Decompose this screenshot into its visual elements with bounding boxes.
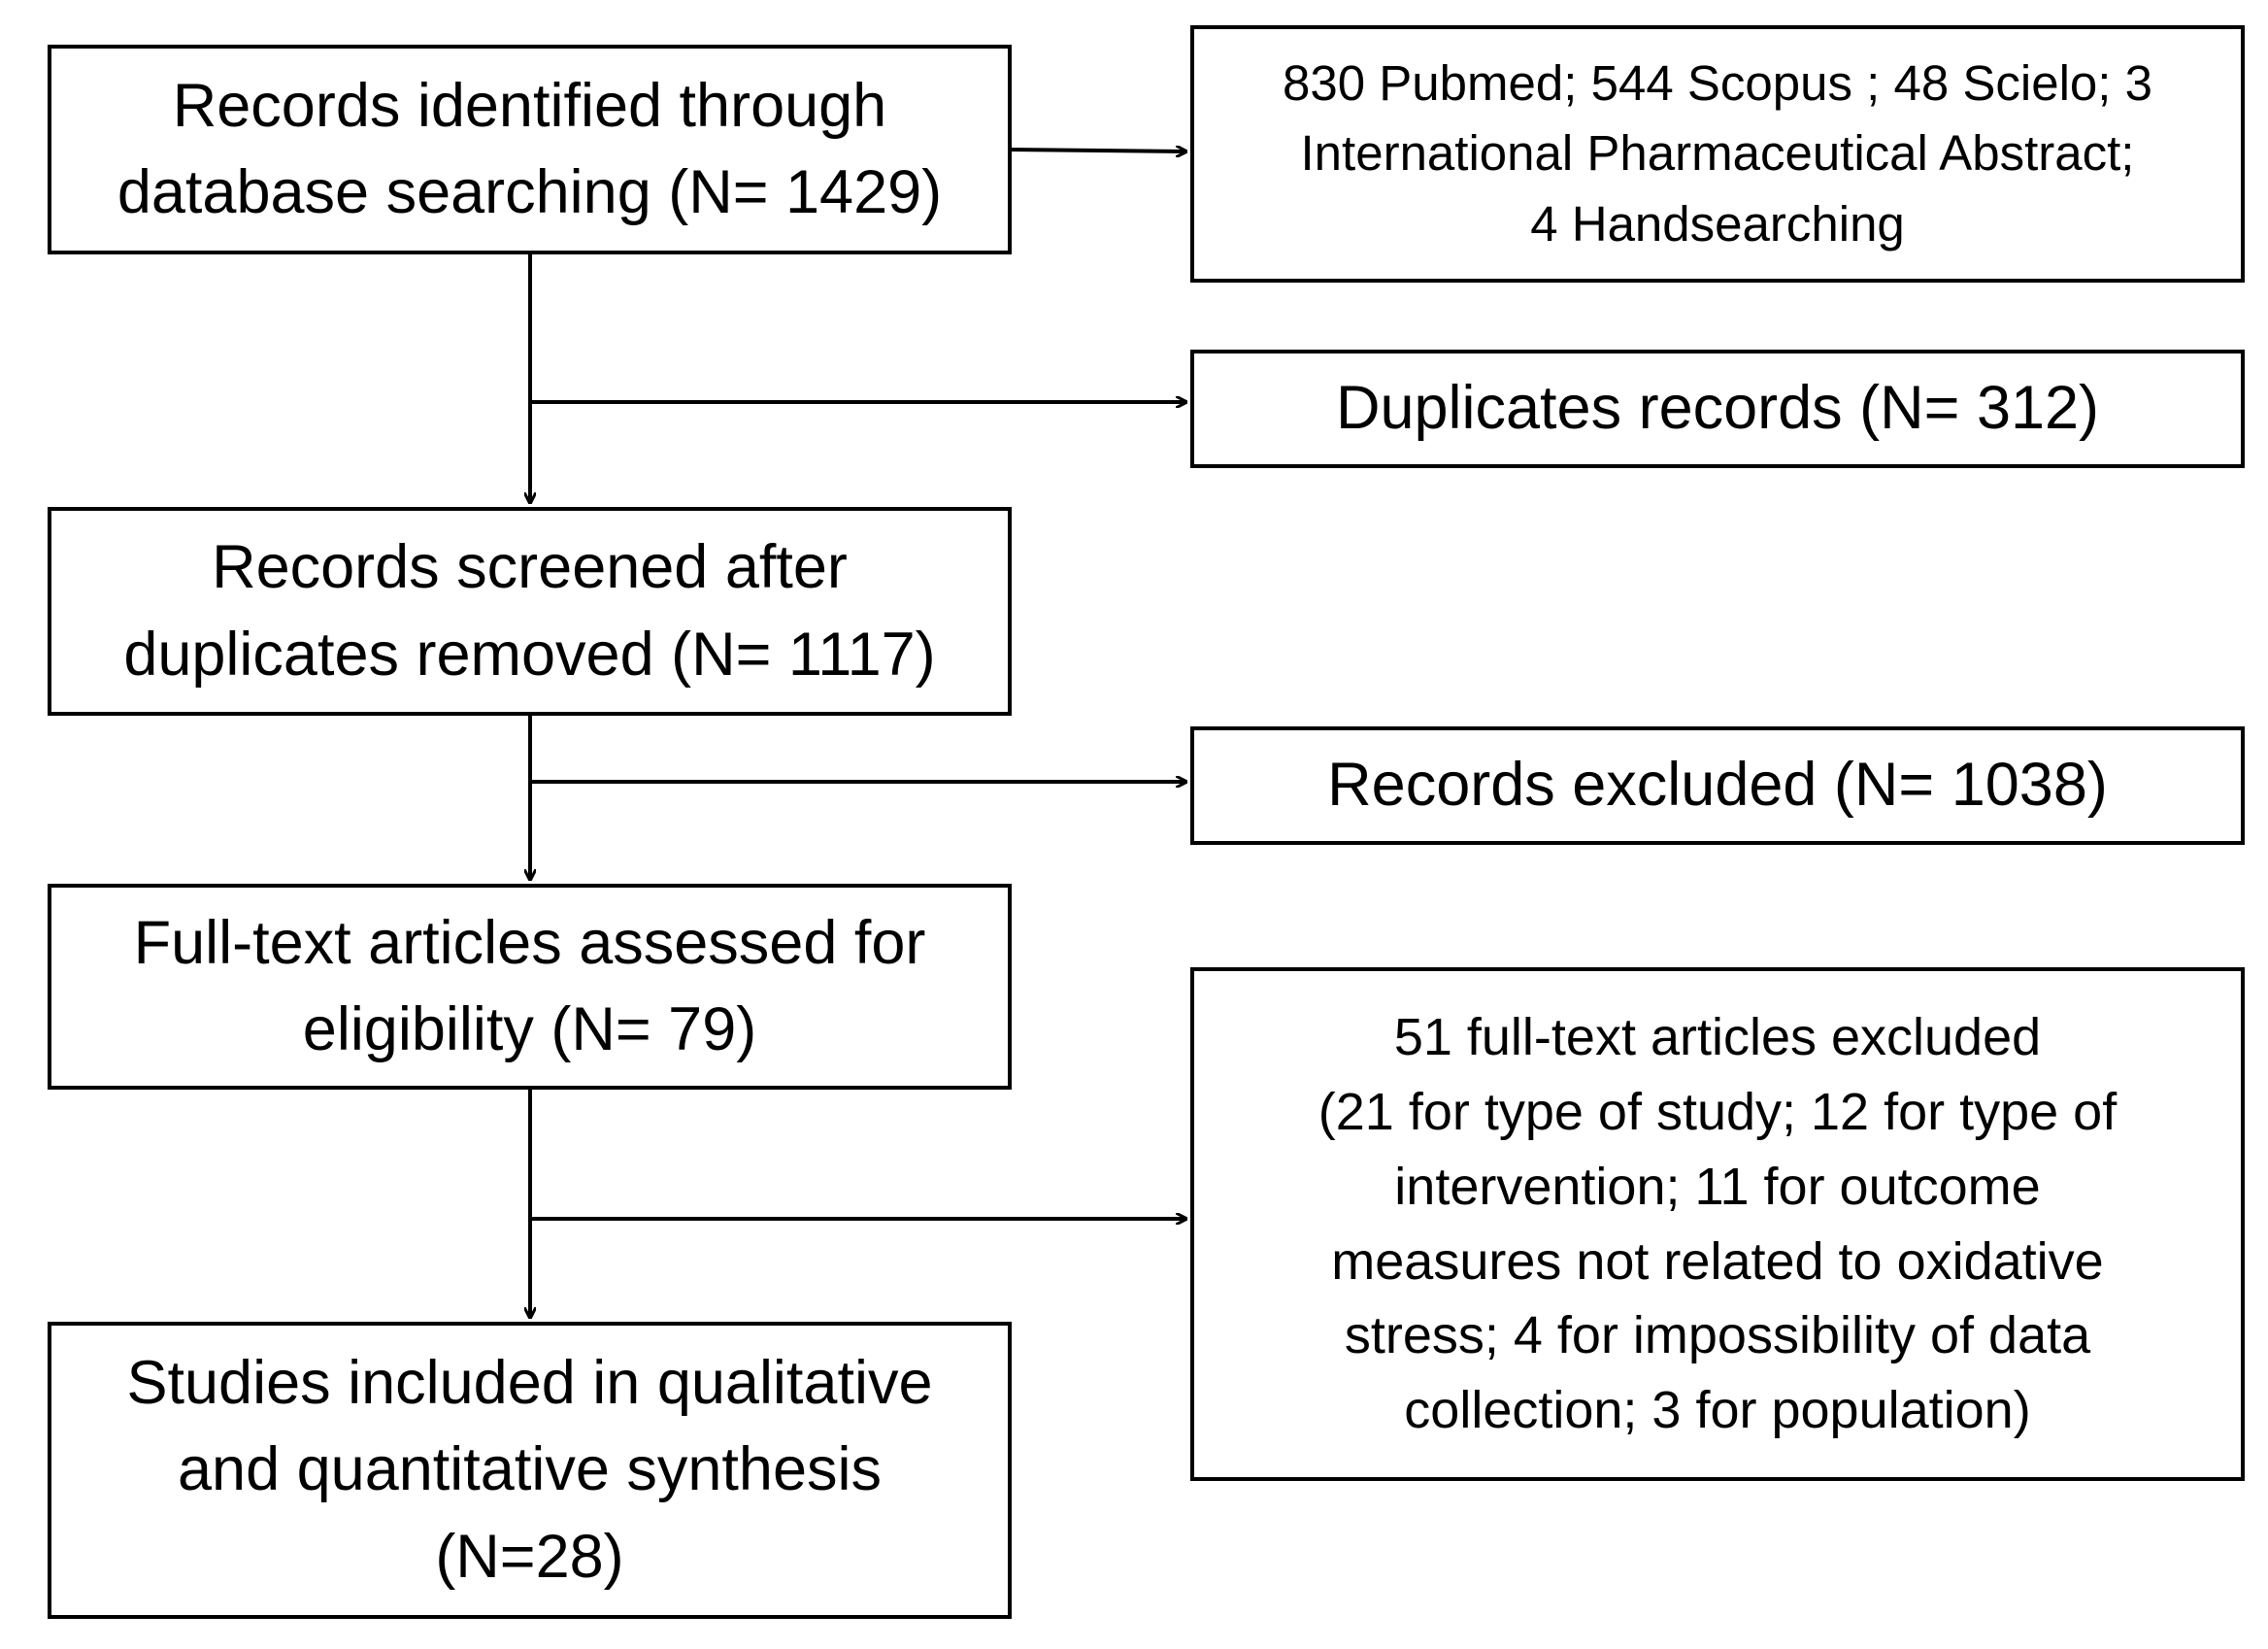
box-line: database searching (N= 1429)	[117, 158, 943, 226]
box-line: (21 for type of study; 12 for type of	[1317, 1083, 2118, 1142]
box-line: International Pharmaceutical Abstract;	[1300, 125, 2135, 182]
records-excluded-box: Records excluded (N= 1038)	[1190, 726, 2245, 845]
box-line: Records excluded (N= 1038)	[1327, 751, 2108, 820]
full-text-excluded-box: 51 full-text articles excluded (21 for t…	[1190, 967, 2245, 1481]
box-line: (N=28)	[435, 1522, 624, 1591]
database-sources-box: 830 Pubmed; 544 Scopus ; 48 Scielo; 3 In…	[1190, 25, 2245, 283]
box-line: and quantitative synthesis	[178, 1435, 882, 1504]
box-line: intervention; 11 for outcome	[1394, 1157, 2041, 1216]
box-line: 4 Handsearching	[1530, 195, 1905, 252]
box-line: Studies included in qualitative	[126, 1348, 933, 1417]
box-line: collection; 3 for population)	[1404, 1380, 2031, 1439]
box-line: measures not related to oxidative	[1331, 1231, 2104, 1291]
box-line: 830 Pubmed; 544 Scopus ; 48 Scielo; 3	[1283, 54, 2152, 111]
box-line: 51 full-text articles excluded	[1393, 1008, 2042, 1067]
box-line: Full-text articles assessed for	[133, 908, 926, 977]
box-line: Records identified through	[172, 71, 887, 140]
records-identified-box: Records identified through database sear…	[48, 45, 1012, 254]
studies-included-box: Studies included in qualitative and quan…	[48, 1322, 1012, 1619]
box-line: duplicates removed (N= 1117)	[123, 620, 936, 689]
box-line: Records screened after	[212, 533, 848, 602]
records-screened-box: Records screened after duplicates remove…	[48, 507, 1012, 716]
box-line: stress; 4 for impossibility of data	[1344, 1306, 2091, 1365]
arrow-identified-to-sources	[1009, 150, 1186, 151]
full-text-assessed-box: Full-text articles assessed for eligibil…	[48, 884, 1012, 1090]
duplicates-records-box: Duplicates records (N= 312)	[1190, 350, 2245, 468]
box-line: eligibility (N= 79)	[302, 995, 757, 1063]
box-line: Duplicates records (N= 312)	[1335, 374, 2100, 443]
